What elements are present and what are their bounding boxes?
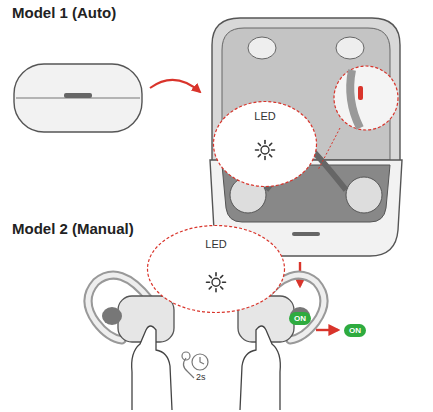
duration-label: 2s	[196, 372, 206, 382]
open-case	[210, 18, 402, 256]
flow-arrow	[150, 80, 200, 92]
on-badge: ON	[289, 312, 311, 325]
section-title: Model 2 (Manual)	[12, 220, 134, 237]
section-title: Model 1 (Auto)	[12, 4, 116, 21]
flow-arrow	[316, 329, 338, 331]
led-bubble: LED	[146, 224, 286, 314]
led-bubble: LED	[212, 100, 318, 188]
led-label: LED	[212, 110, 318, 122]
status-text: ON	[294, 314, 306, 323]
bubble-outline	[146, 224, 286, 314]
status-text: ON	[349, 326, 361, 335]
on-badge: ON	[344, 324, 366, 337]
led-label: LED	[146, 238, 286, 250]
hands	[132, 326, 281, 410]
led-callout	[318, 66, 398, 170]
closed-case	[14, 64, 142, 132]
